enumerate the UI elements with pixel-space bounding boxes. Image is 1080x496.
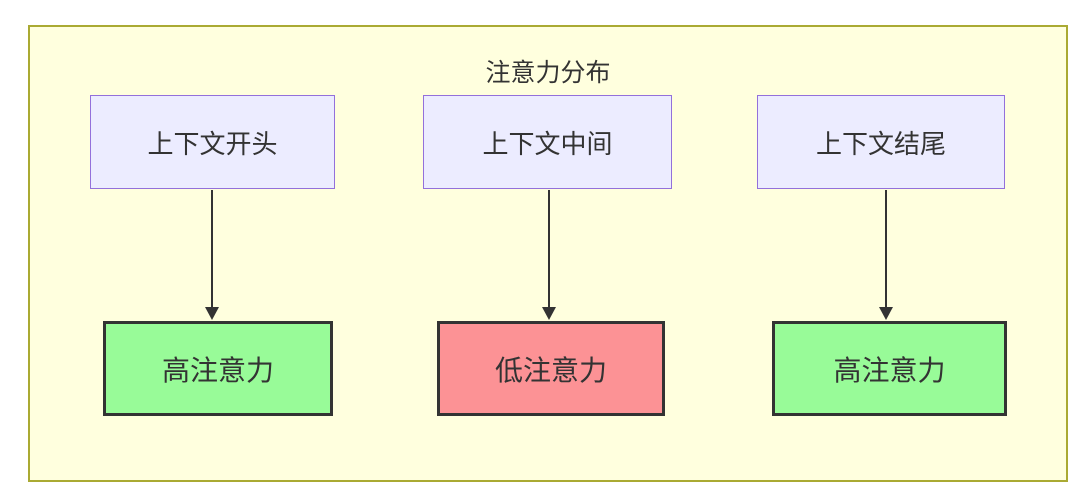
node-label: 上下文结尾 bbox=[815, 128, 946, 159]
arrow-end-to-high bbox=[885, 190, 887, 308]
node-low-attention: 低注意力 bbox=[437, 321, 665, 416]
node-label: 上下文中间 bbox=[482, 128, 613, 159]
diagram-title: 注意力分布 bbox=[485, 59, 611, 87]
node-context-start: 上下文开头 bbox=[90, 95, 335, 189]
node-label: 高注意力 bbox=[833, 354, 946, 386]
arrowhead-icon bbox=[205, 307, 219, 320]
node-label: 高注意力 bbox=[161, 354, 274, 386]
node-high-attention-right: 高注意力 bbox=[772, 321, 1007, 416]
arrow-start-to-high bbox=[211, 190, 213, 308]
arrowhead-icon bbox=[879, 307, 893, 320]
node-label: 低注意力 bbox=[494, 354, 607, 386]
arrowhead-icon bbox=[542, 307, 556, 320]
node-label: 上下文开头 bbox=[147, 128, 278, 159]
arrow-middle-to-low bbox=[548, 190, 550, 308]
node-context-end: 上下文结尾 bbox=[757, 95, 1005, 189]
node-context-middle: 上下文中间 bbox=[423, 95, 672, 189]
node-high-attention-left: 高注意力 bbox=[103, 321, 333, 416]
